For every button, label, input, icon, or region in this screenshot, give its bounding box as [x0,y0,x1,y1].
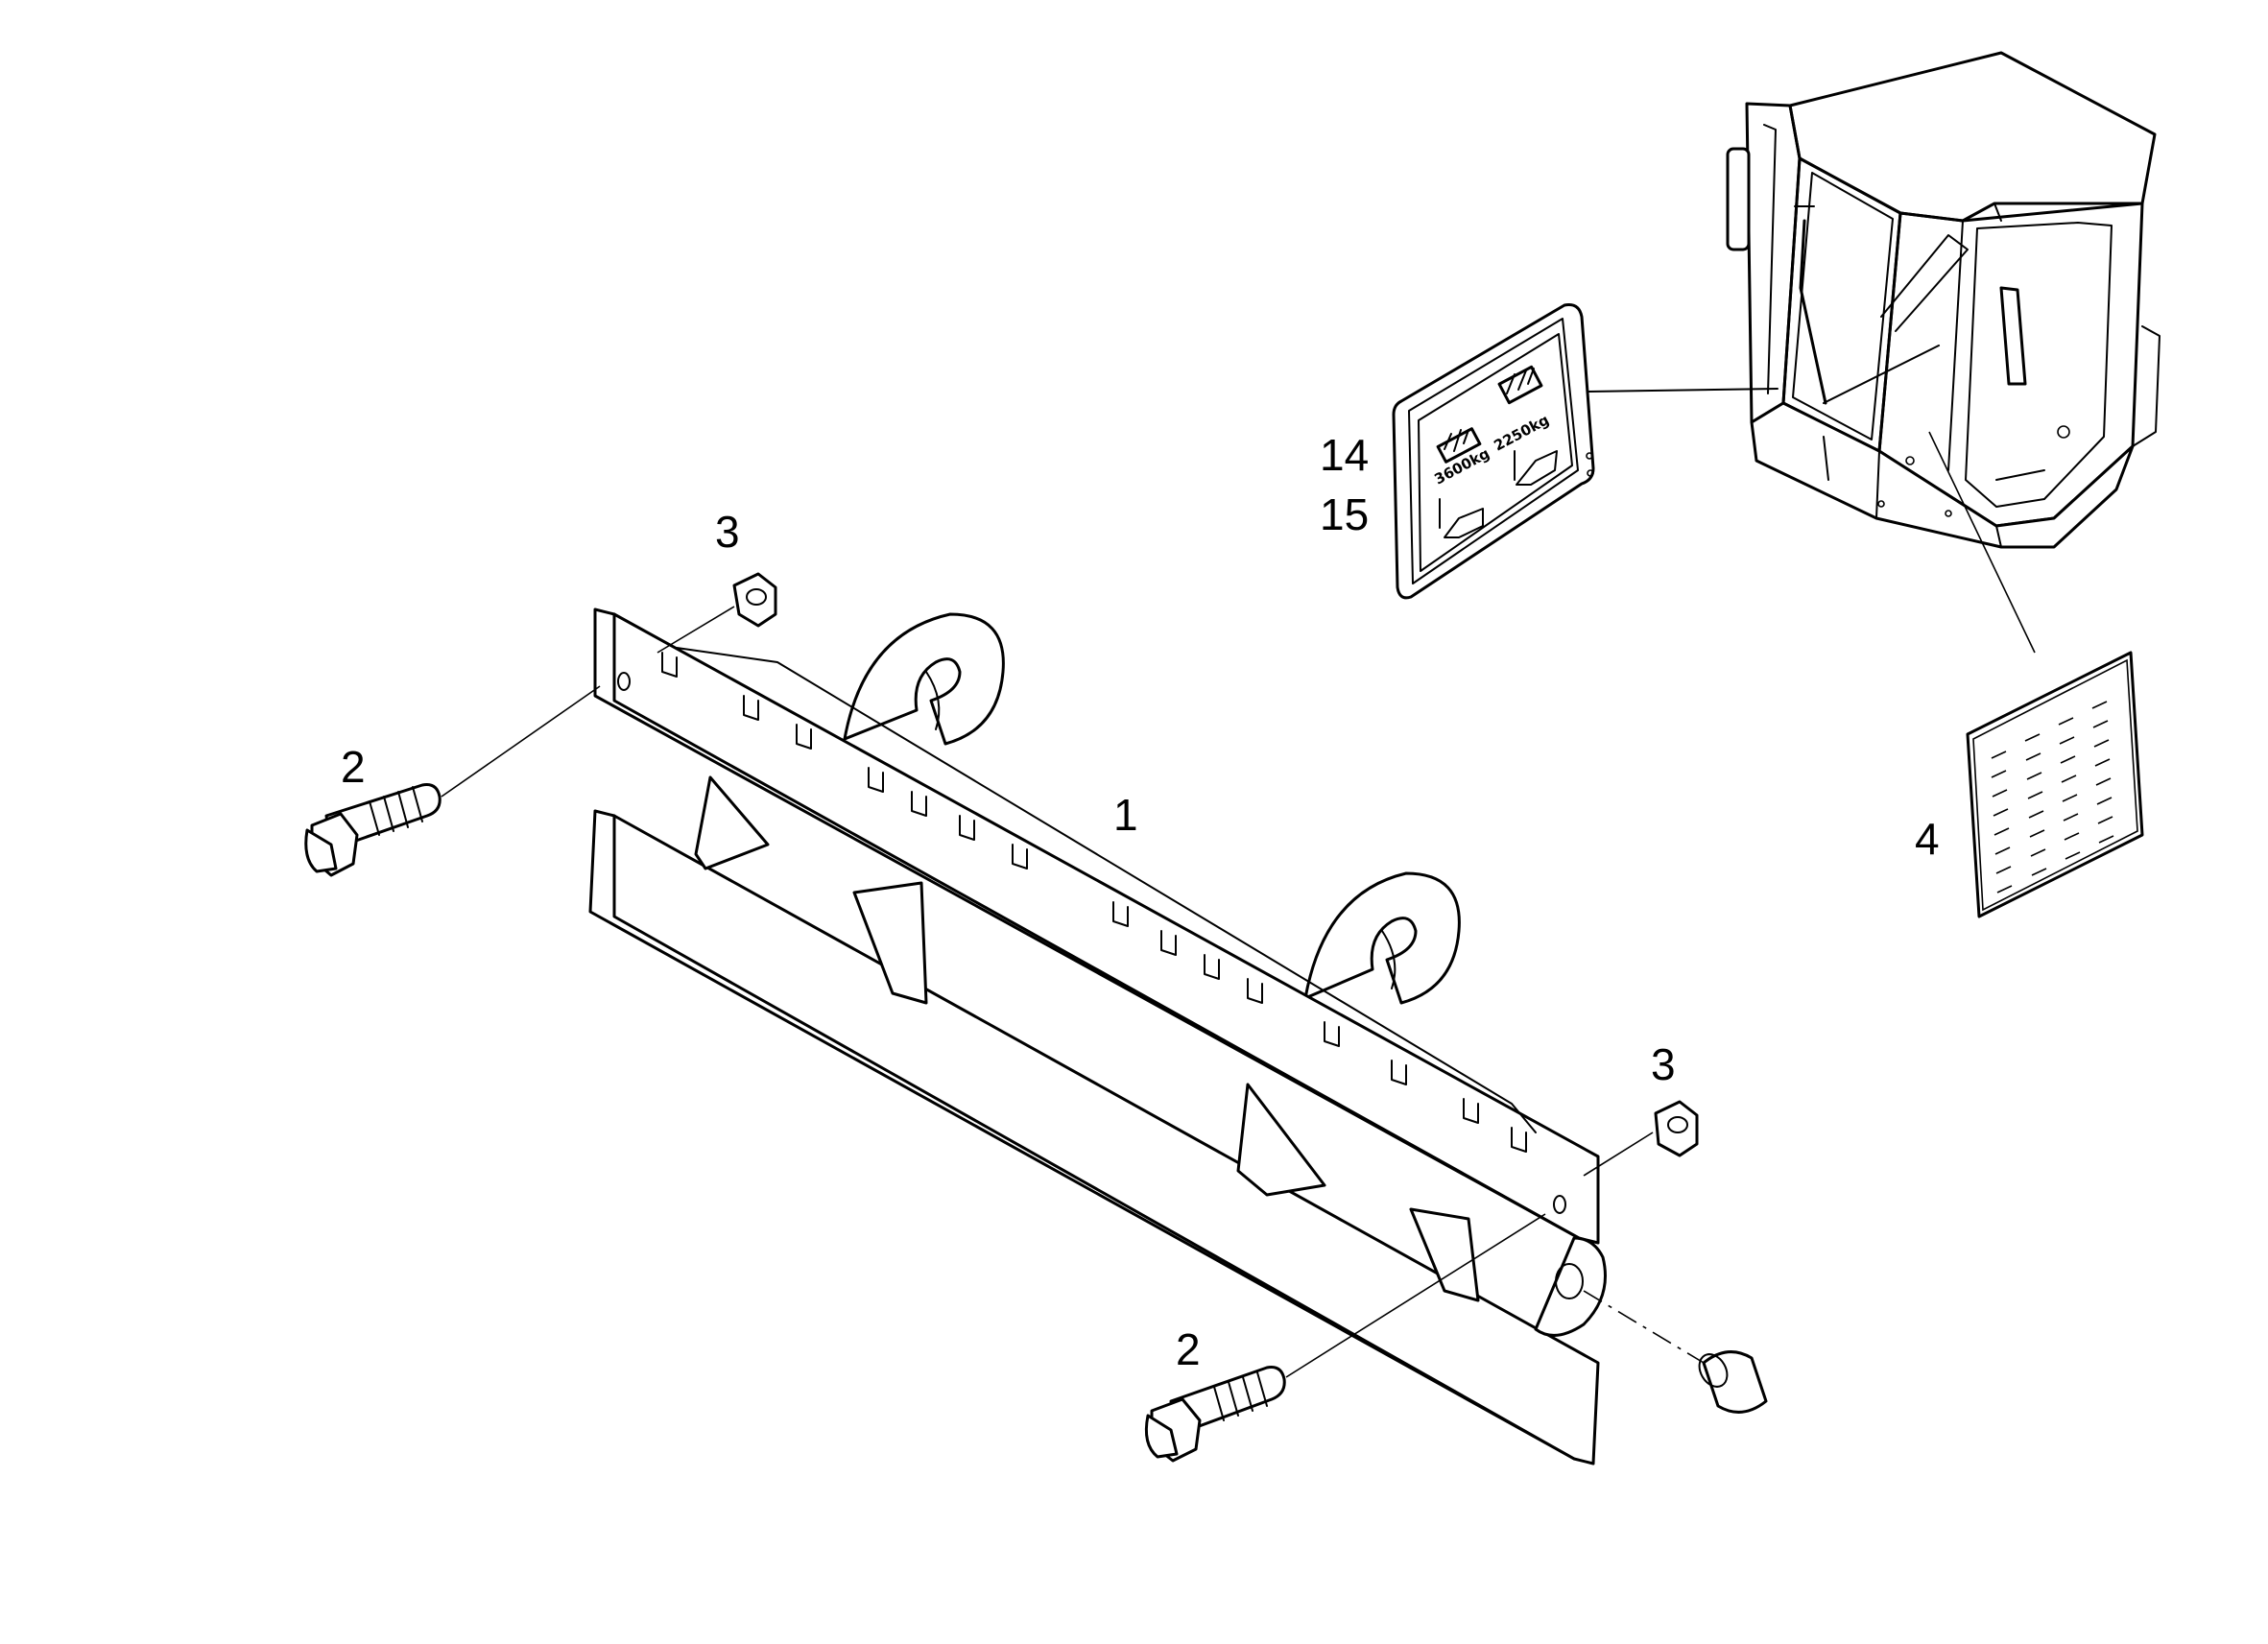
bolt-left [304,783,442,877]
leader-cab-to-sticker [1928,431,2036,654]
quick-coupler-frame [588,608,1607,1465]
nut-right [1654,1100,1699,1157]
bolt-right [1144,1366,1286,1463]
callout-14: 14 [1320,430,1369,480]
instruction-sticker [1966,651,2144,918]
leader-decal-to-cab [1588,388,1779,393]
callout-15: 15 [1320,489,1369,539]
leader-bolt-left [441,685,601,798]
callout-1: 1 [1113,790,1138,840]
cab-assembly [1726,51,2161,549]
nut-left [732,572,777,628]
leader-nut-right [1583,1132,1654,1177]
leader-bushing [1583,1290,1705,1364]
callout-3-left: 3 [715,507,740,557]
leader-nut-left [657,606,735,654]
callout-4: 4 [1915,814,1940,864]
leader-bolt-right [1285,1213,1546,1378]
callout-3-right: 3 [1651,1039,1676,1089]
callout-2-right: 2 [1176,1324,1201,1374]
load-decal-plate: 3600kg 2250kg [1392,303,1595,600]
bushing [1698,1350,1768,1414]
callout-2-left: 2 [341,742,366,792]
